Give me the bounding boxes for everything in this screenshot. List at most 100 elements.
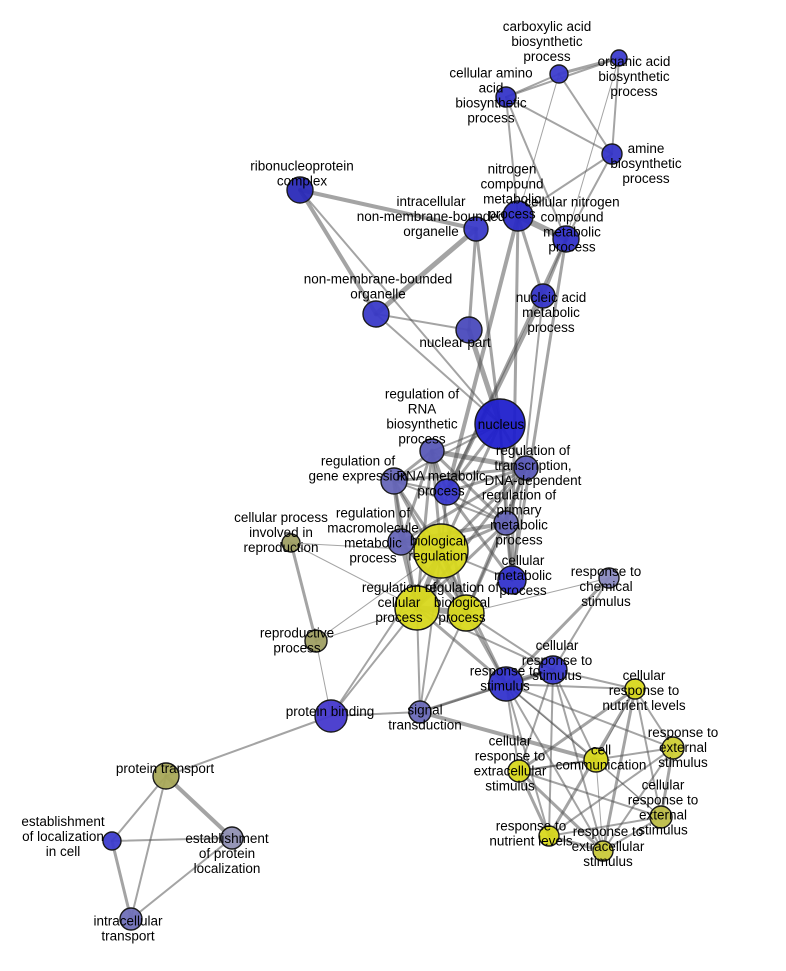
node-bio_regulation[interactable] bbox=[413, 523, 469, 579]
edge-resp_external--resp_extracell bbox=[602, 747, 674, 852]
edge-est_local_cell--est_protein_local bbox=[111, 837, 233, 842]
edge-ribonucleo--non_mem_organelle bbox=[298, 188, 378, 316]
edge-non_mem_organelle--nucleus bbox=[375, 313, 501, 425]
edge-cell_resp_stim--cell_comm bbox=[552, 669, 597, 761]
node-intra_organelle[interactable] bbox=[463, 216, 489, 242]
node-resp_chemical[interactable] bbox=[598, 567, 620, 589]
node-non_mem_organelle[interactable] bbox=[362, 300, 390, 328]
node-cell_resp_external[interactable] bbox=[649, 805, 673, 829]
node-rna_metabolic[interactable] bbox=[433, 478, 461, 506]
edge-reg_biological--resp_chemical bbox=[465, 577, 610, 614]
edge-reg_cellular--cell_proc_repro bbox=[290, 542, 418, 609]
node-reg_primary[interactable] bbox=[493, 510, 519, 536]
node-reg_cellular[interactable] bbox=[394, 585, 440, 631]
node-est_protein_local[interactable] bbox=[220, 826, 244, 850]
node-protein_transport[interactable] bbox=[152, 762, 180, 790]
node-resp_extracell[interactable] bbox=[592, 840, 614, 862]
edge-cell_resp_stim--resp_extracell bbox=[552, 669, 604, 852]
edge-ribonucleo--nucleus bbox=[299, 189, 501, 425]
node-intracell_transport[interactable] bbox=[119, 907, 143, 931]
edge-non_mem_organelle--nuclear_part bbox=[375, 313, 470, 331]
node-carboxylic[interactable] bbox=[549, 64, 569, 84]
node-cell_proc_repro[interactable] bbox=[281, 533, 301, 553]
edge-resp_stimulus--resp_nutrient bbox=[505, 683, 550, 837]
node-reg_macromolecule[interactable] bbox=[387, 528, 415, 556]
node-nucleic[interactable] bbox=[530, 283, 556, 309]
edge-signal_transduction--cell_comm bbox=[418, 710, 598, 762]
edge-reg_rna--reg_transcription bbox=[429, 448, 529, 471]
edge-carboxylic--amine bbox=[558, 73, 613, 155]
node-est_local_cell[interactable] bbox=[102, 831, 122, 851]
edge-organic--cell_nitrogen bbox=[565, 57, 620, 240]
node-signal_transduction[interactable] bbox=[408, 700, 432, 724]
node-resp_external[interactable] bbox=[661, 736, 685, 760]
node-reg_biological[interactable] bbox=[447, 594, 485, 632]
node-nuclear_part[interactable] bbox=[455, 316, 483, 344]
edge-cell_nitrogen--cellular_metab bbox=[510, 237, 568, 582]
edge-reg_transcription--rna_metabolic bbox=[445, 466, 528, 494]
edge-carboxylic--nitrogen bbox=[517, 73, 560, 217]
edge-protein_transport--est_protein_local bbox=[164, 774, 234, 840]
edge-cell_resp_nutrient--resp_extracell bbox=[601, 687, 637, 853]
edge-reg_transcription--reg_gene_expr bbox=[392, 466, 528, 483]
node-cell_resp_extracell[interactable] bbox=[507, 759, 531, 783]
edge-bio_regulation--protein_binding bbox=[330, 550, 442, 717]
node-cell_nitrogen[interactable] bbox=[552, 225, 580, 253]
node-cell_resp_stim[interactable] bbox=[538, 655, 568, 685]
node-resp_nutrient[interactable] bbox=[538, 825, 560, 847]
edge-resp_stimulus--resp_extracell bbox=[505, 683, 604, 852]
edge-cell_resp_extracell--resp_extracell bbox=[517, 769, 605, 853]
node-resp_stimulus[interactable] bbox=[488, 666, 524, 702]
edge-cell_resp_nutrient--cell_resp_extracell bbox=[517, 687, 637, 773]
node-nitrogen[interactable] bbox=[502, 200, 534, 232]
node-nucleus[interactable] bbox=[474, 398, 526, 450]
edge-nucleic--cellular_metab bbox=[511, 295, 544, 581]
node-amine[interactable] bbox=[601, 143, 623, 165]
edge-amine--cell_nitrogen bbox=[565, 153, 613, 240]
edge-cell_resp_nutrient--cell_resp_external bbox=[634, 688, 662, 818]
node-reg_rna[interactable] bbox=[419, 438, 445, 464]
node-cell_comm[interactable] bbox=[583, 747, 609, 773]
node-cell_resp_nutrient[interactable] bbox=[624, 678, 646, 700]
node-repro_process[interactable] bbox=[304, 629, 328, 653]
node-reg_gene_expr[interactable] bbox=[380, 467, 408, 495]
node-label-protein_binding: protein binding bbox=[286, 704, 375, 719]
node-cellular_amino[interactable] bbox=[495, 86, 517, 108]
edge-resp_external--resp_nutrient bbox=[548, 747, 674, 837]
edge-cell_resp_stim--cell_resp_extracell bbox=[518, 669, 554, 772]
node-organic[interactable] bbox=[610, 49, 628, 67]
node-reg_transcription[interactable] bbox=[513, 455, 539, 481]
edge-intra_organelle--nuclear_part bbox=[467, 227, 478, 332]
edge-cell_resp_extracell--cell_resp_external bbox=[518, 770, 662, 818]
node-ribonucleo[interactable] bbox=[286, 176, 314, 204]
node-protein_binding[interactable] bbox=[314, 699, 348, 733]
node-cellular_metab[interactable] bbox=[497, 565, 527, 595]
edge-organic--amine bbox=[611, 57, 620, 155]
